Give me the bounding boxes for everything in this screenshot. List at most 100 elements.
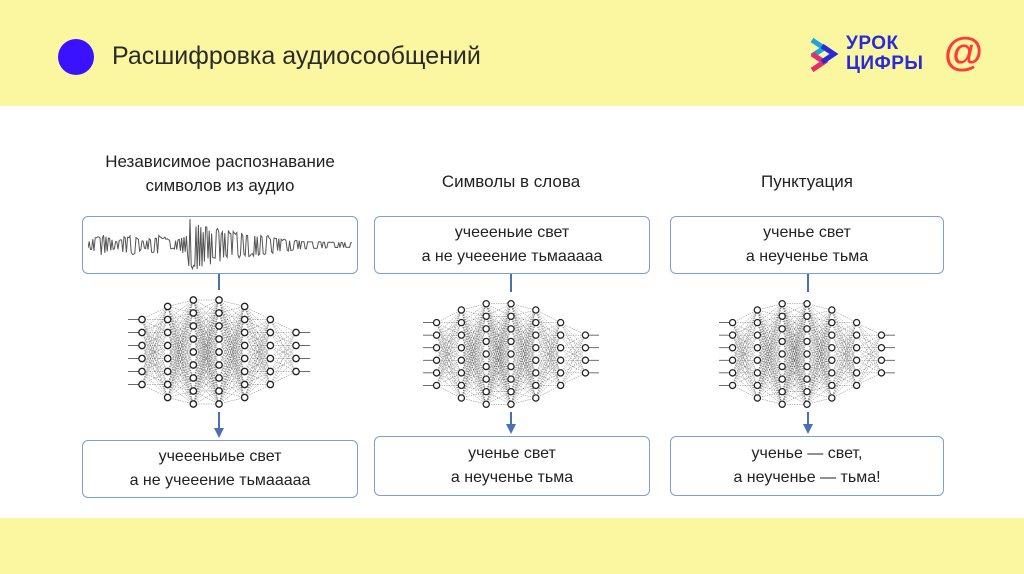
network-node [189,309,198,317]
network-node [266,354,275,363]
content-area: Независимое распознавание символов из ау… [0,106,1024,518]
column-3-title-line1: Пунктуация [761,172,853,191]
network-node [803,375,811,383]
network-node [482,300,490,308]
network-node [482,387,490,396]
network-node [556,343,565,352]
column-1-output-box: учеееньиье свет а не учееение тьмааааа [82,440,358,498]
network-node [138,328,146,337]
column-3-input-line2: а неученье тьма [745,248,869,265]
network-node [189,348,198,356]
network-node [189,335,198,343]
column-2-input-line2: а не учееение тьмааааа [421,248,603,265]
network-node [482,400,490,408]
network-node [803,350,811,358]
network-node [507,362,515,371]
network-node [728,369,737,377]
network-node [432,356,441,365]
network-node [877,369,886,377]
network-node [803,312,811,321]
column-3-arrow-head [803,424,813,434]
network-node [163,380,172,389]
network-node [877,331,886,339]
network-node [138,341,146,350]
network-node [753,331,762,339]
network-node [828,306,836,314]
logo-line1: УРОК [846,33,899,54]
network-node [138,354,146,363]
network-node [852,369,861,377]
network-node [803,337,811,346]
network-node [728,331,737,339]
network-node [215,400,223,408]
neural-network-icon [719,300,895,408]
title-bullet-dot [58,39,94,75]
network-node [189,400,198,408]
network-node [163,328,172,337]
network-node [215,387,223,395]
network-node [240,302,249,311]
network-node [482,312,490,321]
network-node [482,350,490,358]
network-node [778,300,786,308]
network-node [482,337,490,346]
network-node [532,394,540,402]
network-node [482,325,490,333]
network-node [556,369,565,377]
network-node [803,400,811,408]
network-node [482,375,490,383]
column-1-arrow-head [214,428,224,438]
network-node [828,318,836,327]
network-node [507,325,515,333]
network-node [728,318,737,327]
column-1-title-line2: символов из аудио [145,176,295,195]
network-node [215,335,223,343]
network-node [457,394,466,402]
logo-line2: ЦИФРЫ [846,53,924,74]
network-node [753,343,762,352]
network-node [266,380,275,389]
network-node [828,343,836,352]
network-node [138,367,146,376]
network-node [728,343,737,352]
column-2-output-box: ученье свет а неученье тьма [374,436,650,496]
network-node [432,343,441,352]
network-node [828,369,836,377]
network-node [728,381,737,390]
network-node [215,348,223,356]
network-node [163,354,172,363]
network-node [753,306,762,314]
network-node [556,331,565,339]
column-3-output-line2: а неученье — тьма! [733,469,881,486]
network-node [828,331,836,339]
network-node [532,306,540,314]
network-node [432,381,441,390]
network-node [292,328,300,337]
logo-arrows-icon [810,37,839,73]
network-node [215,322,223,330]
network-node [482,362,490,371]
network-node [532,356,540,365]
network-node [240,328,249,337]
network-node [556,356,565,365]
network-node [432,331,441,339]
network-node [163,302,172,311]
network-node [778,350,786,358]
neural-network-icon [128,296,310,408]
network-node [507,312,515,321]
header: Расшифровка аудиосообщений УРОК ЦИФРЫ @ [0,0,1024,106]
network-node [240,393,249,402]
network-node [292,341,300,350]
network-node [215,309,223,317]
network-node [240,354,249,363]
network-node [138,380,146,389]
network-node [457,381,466,390]
audio-waveform-icon [88,219,352,271]
network-node [507,375,515,383]
network-node [532,381,540,390]
column-3-title: Пунктуация [672,170,942,194]
column-2-input-line1: учеееньие свет [454,224,570,241]
network-node [556,381,565,390]
at-sign-icon: @ [944,30,984,74]
network-node [457,343,466,352]
